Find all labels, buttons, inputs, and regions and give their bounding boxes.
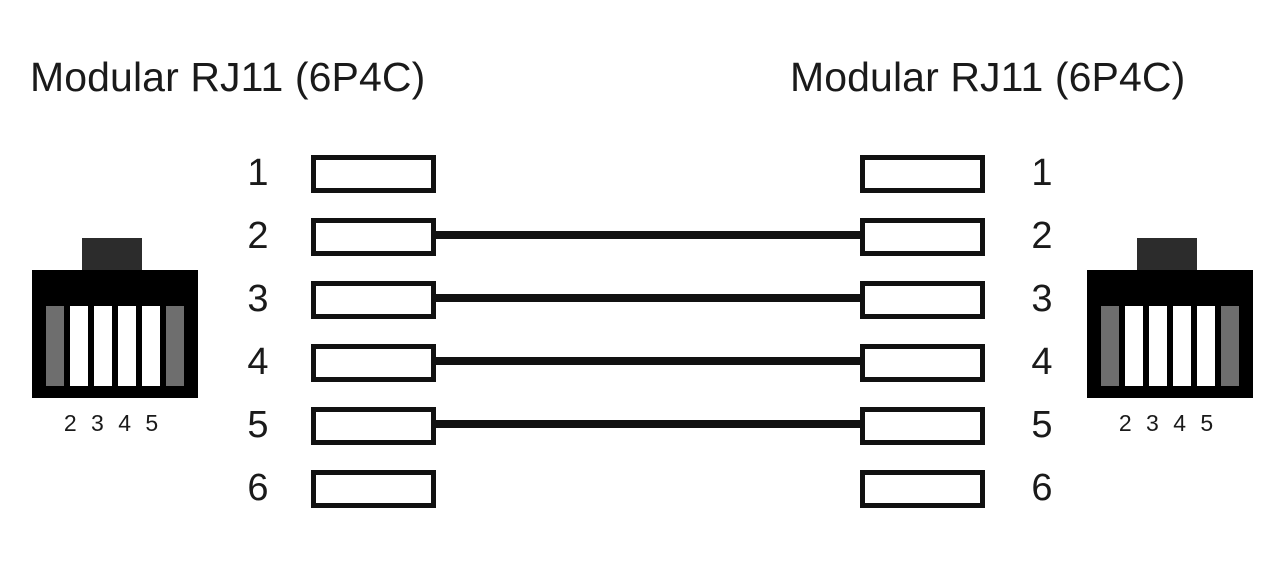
connection-wire xyxy=(434,420,862,428)
left-pin-box xyxy=(311,218,436,256)
pin-row: 6 6 xyxy=(0,467,1280,510)
right-pin-box xyxy=(860,155,985,193)
left-pin-number: 6 xyxy=(247,467,269,509)
pin-slot-3 xyxy=(1149,306,1167,386)
right-pin-box xyxy=(860,281,985,319)
pin-row: 5 5 xyxy=(0,404,1280,447)
right-pin-number: 1 xyxy=(1031,152,1053,194)
right-pin-box xyxy=(860,218,985,256)
pin-slot-5 xyxy=(142,306,160,386)
connector-pin-slots xyxy=(46,306,184,386)
left-connector-title: Modular RJ11 (6P4C) xyxy=(30,54,426,100)
right-rj11-connector: 2 3 4 5 xyxy=(1080,238,1256,448)
right-pin-number: 4 xyxy=(1031,341,1053,383)
pin-row: 4 4 xyxy=(0,341,1280,384)
right-pin-number: 6 xyxy=(1031,467,1053,509)
left-pin-box xyxy=(311,470,436,508)
right-pin-box xyxy=(860,344,985,382)
connection-wire xyxy=(434,357,862,365)
right-connector-title: Modular RJ11 (6P4C) xyxy=(790,54,1186,100)
left-pin-box xyxy=(311,407,436,445)
right-pin-number: 3 xyxy=(1031,278,1053,320)
left-rj11-connector: 2 3 4 5 xyxy=(25,238,201,448)
connection-wire xyxy=(434,294,862,302)
left-connector-pin-caption: 2 3 4 5 xyxy=(63,410,163,436)
right-pin-number: 5 xyxy=(1031,404,1053,446)
pin-slot-5 xyxy=(1197,306,1215,386)
left-pin-number: 3 xyxy=(247,278,269,320)
pin-slot-6 xyxy=(166,306,184,386)
pin-slot-2 xyxy=(70,306,88,386)
pin-row: 2 2 xyxy=(0,215,1280,258)
right-pin-box xyxy=(860,407,985,445)
pin-slot-1 xyxy=(1101,306,1119,386)
connection-wire xyxy=(434,231,862,239)
pin-row: 3 3 xyxy=(0,278,1280,321)
left-pin-box xyxy=(311,344,436,382)
connector-pin-slots xyxy=(1101,306,1239,386)
pin-slot-1 xyxy=(46,306,64,386)
pin-slot-2 xyxy=(1125,306,1143,386)
pin-row: 1 1 xyxy=(0,152,1280,195)
pin-slot-4 xyxy=(1173,306,1191,386)
left-pin-number: 2 xyxy=(247,215,269,257)
right-pin-box xyxy=(860,470,985,508)
right-pin-number: 2 xyxy=(1031,215,1053,257)
right-connector-pin-caption: 2 3 4 5 xyxy=(1118,410,1218,436)
left-pin-box xyxy=(311,155,436,193)
left-pin-number: 4 xyxy=(247,341,269,383)
left-pin-box xyxy=(311,281,436,319)
connector-latch-icon xyxy=(82,238,142,272)
pin-slot-4 xyxy=(118,306,136,386)
pin-slot-6 xyxy=(1221,306,1239,386)
pin-slot-3 xyxy=(94,306,112,386)
connector-latch-icon xyxy=(1137,238,1197,272)
left-pin-number: 5 xyxy=(247,404,269,446)
left-pin-number: 1 xyxy=(247,152,269,194)
